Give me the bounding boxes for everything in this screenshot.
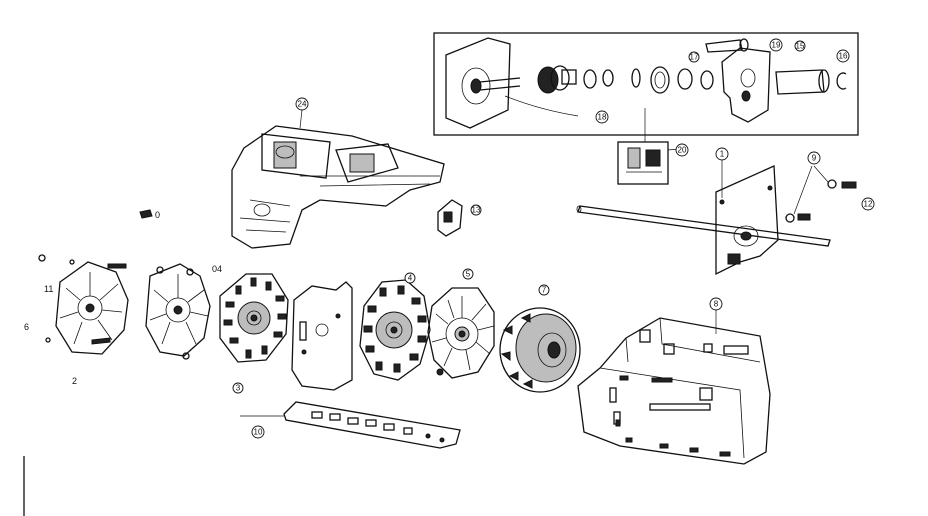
inset-washer-6	[700, 70, 714, 90]
chassis-housing: 8	[577, 297, 771, 465]
wafer-3-callout: 3	[232, 382, 244, 394]
small-bracket-callout: 13	[470, 204, 482, 216]
wafer-2	[145, 263, 211, 360]
svg-text:4: 4	[408, 274, 413, 283]
inset-washer-3	[631, 68, 641, 88]
svg-text:20: 20	[678, 146, 687, 155]
tuner-frame-assembly: 24	[231, 97, 445, 249]
svg-text:24: 24	[298, 100, 307, 109]
svg-text:16: 16	[839, 52, 848, 61]
svg-text:5: 5	[466, 270, 471, 279]
svg-text:13: 13	[472, 206, 481, 215]
screw-callout: 12	[861, 197, 875, 211]
small-bracket: 13	[437, 199, 482, 237]
inset-callout-5: 16	[836, 49, 850, 63]
wafer-4-rotor: 4	[359, 272, 431, 381]
inset-callout-3: 19	[769, 38, 783, 52]
svg-text:04: 04	[212, 264, 222, 274]
svg-text:11: 11	[44, 284, 53, 294]
svg-text:17: 17	[690, 53, 699, 62]
washer-callout: 9	[807, 151, 821, 165]
inset-callout-1: 18	[595, 110, 609, 124]
inset-bracket	[721, 47, 771, 123]
shield-plate	[291, 281, 353, 391]
inset-washer-4	[650, 66, 670, 94]
main-shaft-assembly: 1 9 12	[576, 147, 875, 276]
chassis-housing-callout: 8	[709, 297, 723, 311]
wafer-1: 11 6 2	[24, 254, 129, 386]
inset-callout-2: 17	[688, 51, 700, 63]
switch-callout: 20	[675, 143, 689, 157]
inset-callout-4: 15	[794, 40, 806, 52]
svg-text:1: 1	[720, 150, 725, 159]
wafer-5: 5	[427, 268, 495, 379]
inset-shaft	[775, 69, 825, 95]
mounting-plate	[715, 165, 779, 276]
contact-strip-callout: 10	[251, 425, 265, 439]
mounting-plate-callout: 1	[715, 147, 729, 161]
switch-detail: 20	[617, 108, 689, 185]
svg-text:9: 9	[812, 154, 817, 163]
rotor-drum: 7	[499, 284, 581, 393]
wafer-4-callout: 4	[404, 272, 416, 284]
main-shaft	[577, 205, 831, 247]
inset-washer-1	[583, 69, 597, 89]
svg-text:15: 15	[796, 42, 805, 51]
svg-text:3: 3	[236, 384, 241, 393]
svg-text:0: 0	[155, 210, 160, 220]
loose-screw-left: 0	[139, 209, 160, 220]
svg-text:7: 7	[542, 286, 547, 295]
inset-coil-spring	[537, 65, 577, 94]
inset-washer-5	[677, 68, 693, 90]
svg-text:12: 12	[864, 200, 873, 209]
wafer-5-callout: 5	[462, 268, 474, 280]
rotor-drum-callout: 7	[538, 284, 550, 296]
inset-detail-box: 18 17 19 15 16	[433, 32, 859, 136]
wafer-number-label: 2	[72, 376, 77, 386]
inset-c-ring	[836, 72, 847, 90]
inset-washer-2	[602, 69, 614, 87]
contact-strip: 10	[240, 401, 461, 449]
svg-text:8: 8	[714, 300, 719, 309]
svg-text:6: 6	[24, 322, 29, 332]
inset-mounting-plate	[445, 37, 511, 129]
svg-text:19: 19	[772, 41, 781, 50]
tuner-frame-callout: 24	[295, 97, 309, 111]
svg-text:10: 10	[254, 428, 263, 437]
svg-text:18: 18	[598, 113, 607, 122]
wafer-3-contacts: 04 3	[212, 264, 289, 394]
